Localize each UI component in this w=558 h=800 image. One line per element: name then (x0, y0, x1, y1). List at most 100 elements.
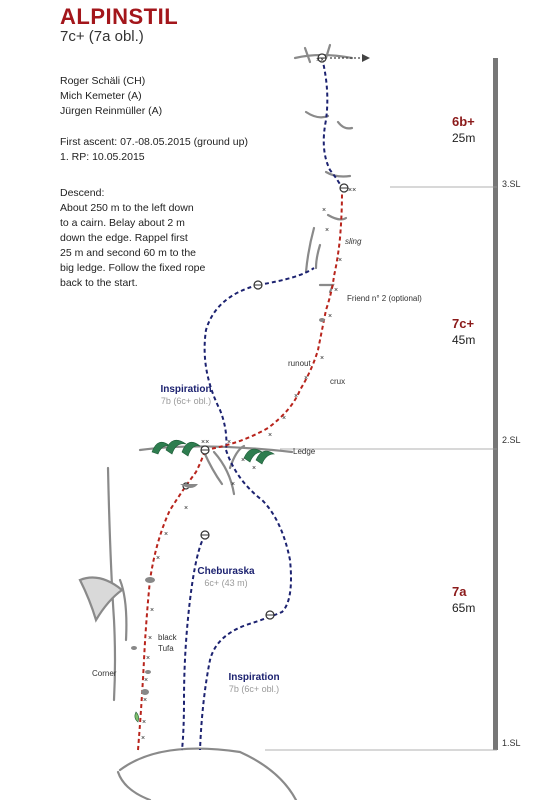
bolt-icon: × (164, 531, 168, 538)
scale-bar (493, 58, 498, 750)
bolt-icon: × (325, 227, 329, 234)
holds (131, 318, 325, 695)
bolt-icon: × (184, 505, 188, 512)
route-line-inspiration-lower (199, 449, 292, 751)
ledge-crack (228, 444, 246, 470)
rock-flake (326, 213, 348, 221)
rock-features (78, 43, 354, 800)
rock-overhang (336, 120, 354, 130)
vegetation (134, 439, 275, 723)
descent-line: down the edge. Rappel first (60, 232, 188, 244)
bolt-icon: × (241, 457, 245, 464)
route-annotations: sling Friend n° 2 (optional) runout crux… (92, 237, 422, 678)
route-pitch-1 (137, 449, 206, 751)
pitch-length-2: 45m (452, 333, 475, 347)
bolt-icon: ×× (348, 187, 356, 194)
bush (255, 450, 275, 465)
sling-label: sling (345, 237, 362, 246)
bolt-icon: × (148, 635, 152, 642)
route-line-cheburaska (181, 534, 206, 751)
descent-line: to a cairn. Belay about 2 m (60, 217, 185, 229)
climber-name: Jürgen Reinmüller (A) (60, 105, 163, 117)
bolt-icon: × (334, 287, 338, 294)
ledge-crack (212, 450, 236, 496)
bolt-icon: ×× (316, 57, 324, 64)
route-name-cheburaska: Cheburaska (197, 566, 255, 577)
crux-label: crux (330, 377, 345, 386)
bush (181, 441, 201, 457)
descent-line: big ledge. Follow the fixed rope (60, 262, 206, 274)
bolt-icon: × (268, 432, 272, 439)
bolt-icon: × (320, 355, 324, 362)
bolt-icon: × (322, 207, 326, 214)
anchor-lines (201, 57, 348, 616)
corner-block (78, 576, 124, 623)
route-line-traverse (257, 267, 315, 286)
belay-label-2: 2.SL (502, 435, 521, 445)
bolt-icon: ×× (201, 439, 209, 446)
plant (134, 711, 139, 723)
anchors (182, 53, 349, 620)
other-route-labels: Inspiration 7b (6c+ obl.) Cheburaska 6c+… (160, 384, 279, 694)
other-routes (181, 57, 343, 751)
friend-label: Friend n° 2 (optional) (347, 294, 422, 303)
hold-icon (131, 646, 137, 650)
hold-icon (145, 670, 151, 674)
belay-label-3: 3.SL (502, 179, 521, 189)
bolt-icon: × (328, 313, 332, 320)
pitch-length-1: 65m (452, 601, 475, 615)
climber-name: Mich Kemeter (A) (60, 90, 142, 102)
descent-line: About 250 m to the left down (60, 202, 194, 214)
bolt-icon: × (227, 439, 231, 446)
descent-line: 25 m and second 60 m to the (60, 247, 197, 259)
descent-arrow (330, 54, 370, 62)
rock-crack (303, 46, 312, 64)
ledge-crack (202, 450, 224, 486)
route-grade-cheburaska: 6c+ (43 m) (204, 578, 247, 588)
bolt-icon: × (144, 677, 148, 684)
rock-overhang (324, 170, 352, 178)
hold-icon (319, 318, 325, 322)
climber-name: Roger Schäli (CH) (60, 75, 146, 87)
bolt-icon: × (156, 555, 160, 562)
ascent-info: First ascent: 07.-08.05.2015 (ground up)… (60, 135, 248, 165)
corner-label: Corner (92, 669, 117, 678)
descent-info: Descend: About 250 m to the left down to… (60, 186, 205, 291)
bolt-icon: × (282, 415, 286, 422)
pitch-scale: 3.SL 2.SL 1.SL (265, 58, 521, 751)
bolt-icon: × (338, 257, 342, 264)
corner-edge (118, 578, 128, 642)
first-ascent: First ascent: 07.-08.05.2015 (ground up) (60, 136, 248, 148)
hold-icon (145, 577, 155, 583)
corner-edge (106, 466, 117, 702)
route-grade-inspiration-upper: 7b (6c+ obl.) (161, 396, 211, 406)
bolt-icon: × (142, 719, 146, 726)
route-line-inspiration-upper (203, 284, 259, 451)
bolt-icon: × (252, 465, 256, 472)
descent-line: back to the start. (60, 277, 138, 289)
pitch-grades: 6b+ 25m 7c+ 45m 7a 65m (452, 114, 475, 615)
route-grade: 7c+ (7a obl.) (60, 28, 144, 45)
rock-flake (304, 226, 316, 274)
base-rock (118, 747, 298, 800)
belay-label-1: 1.SL (502, 738, 521, 748)
rock-crack (324, 43, 332, 60)
route-title: ALPINSTIL (60, 4, 179, 29)
pitch-length-3: 25m (452, 131, 475, 145)
route-name-inspiration-lower: Inspiration (228, 672, 279, 683)
hold-icon (180, 484, 198, 488)
bolt-icon: × (143, 697, 147, 704)
bush (165, 439, 187, 455)
bolt-icon: × (141, 735, 145, 742)
alpinstil-route (137, 191, 343, 751)
bolt-icon: × (304, 375, 308, 382)
black-tufa-label: Tufa (158, 644, 174, 653)
base-rock (116, 770, 152, 800)
redpoint-date: 1. RP: 10.05.2015 (60, 151, 145, 163)
ledge-label: Ledge (293, 447, 316, 456)
bolt-icon: × (294, 393, 298, 400)
hold-icon (141, 689, 149, 695)
rock-flake (314, 243, 322, 270)
pitch-grade-2: 7c+ (452, 316, 474, 331)
